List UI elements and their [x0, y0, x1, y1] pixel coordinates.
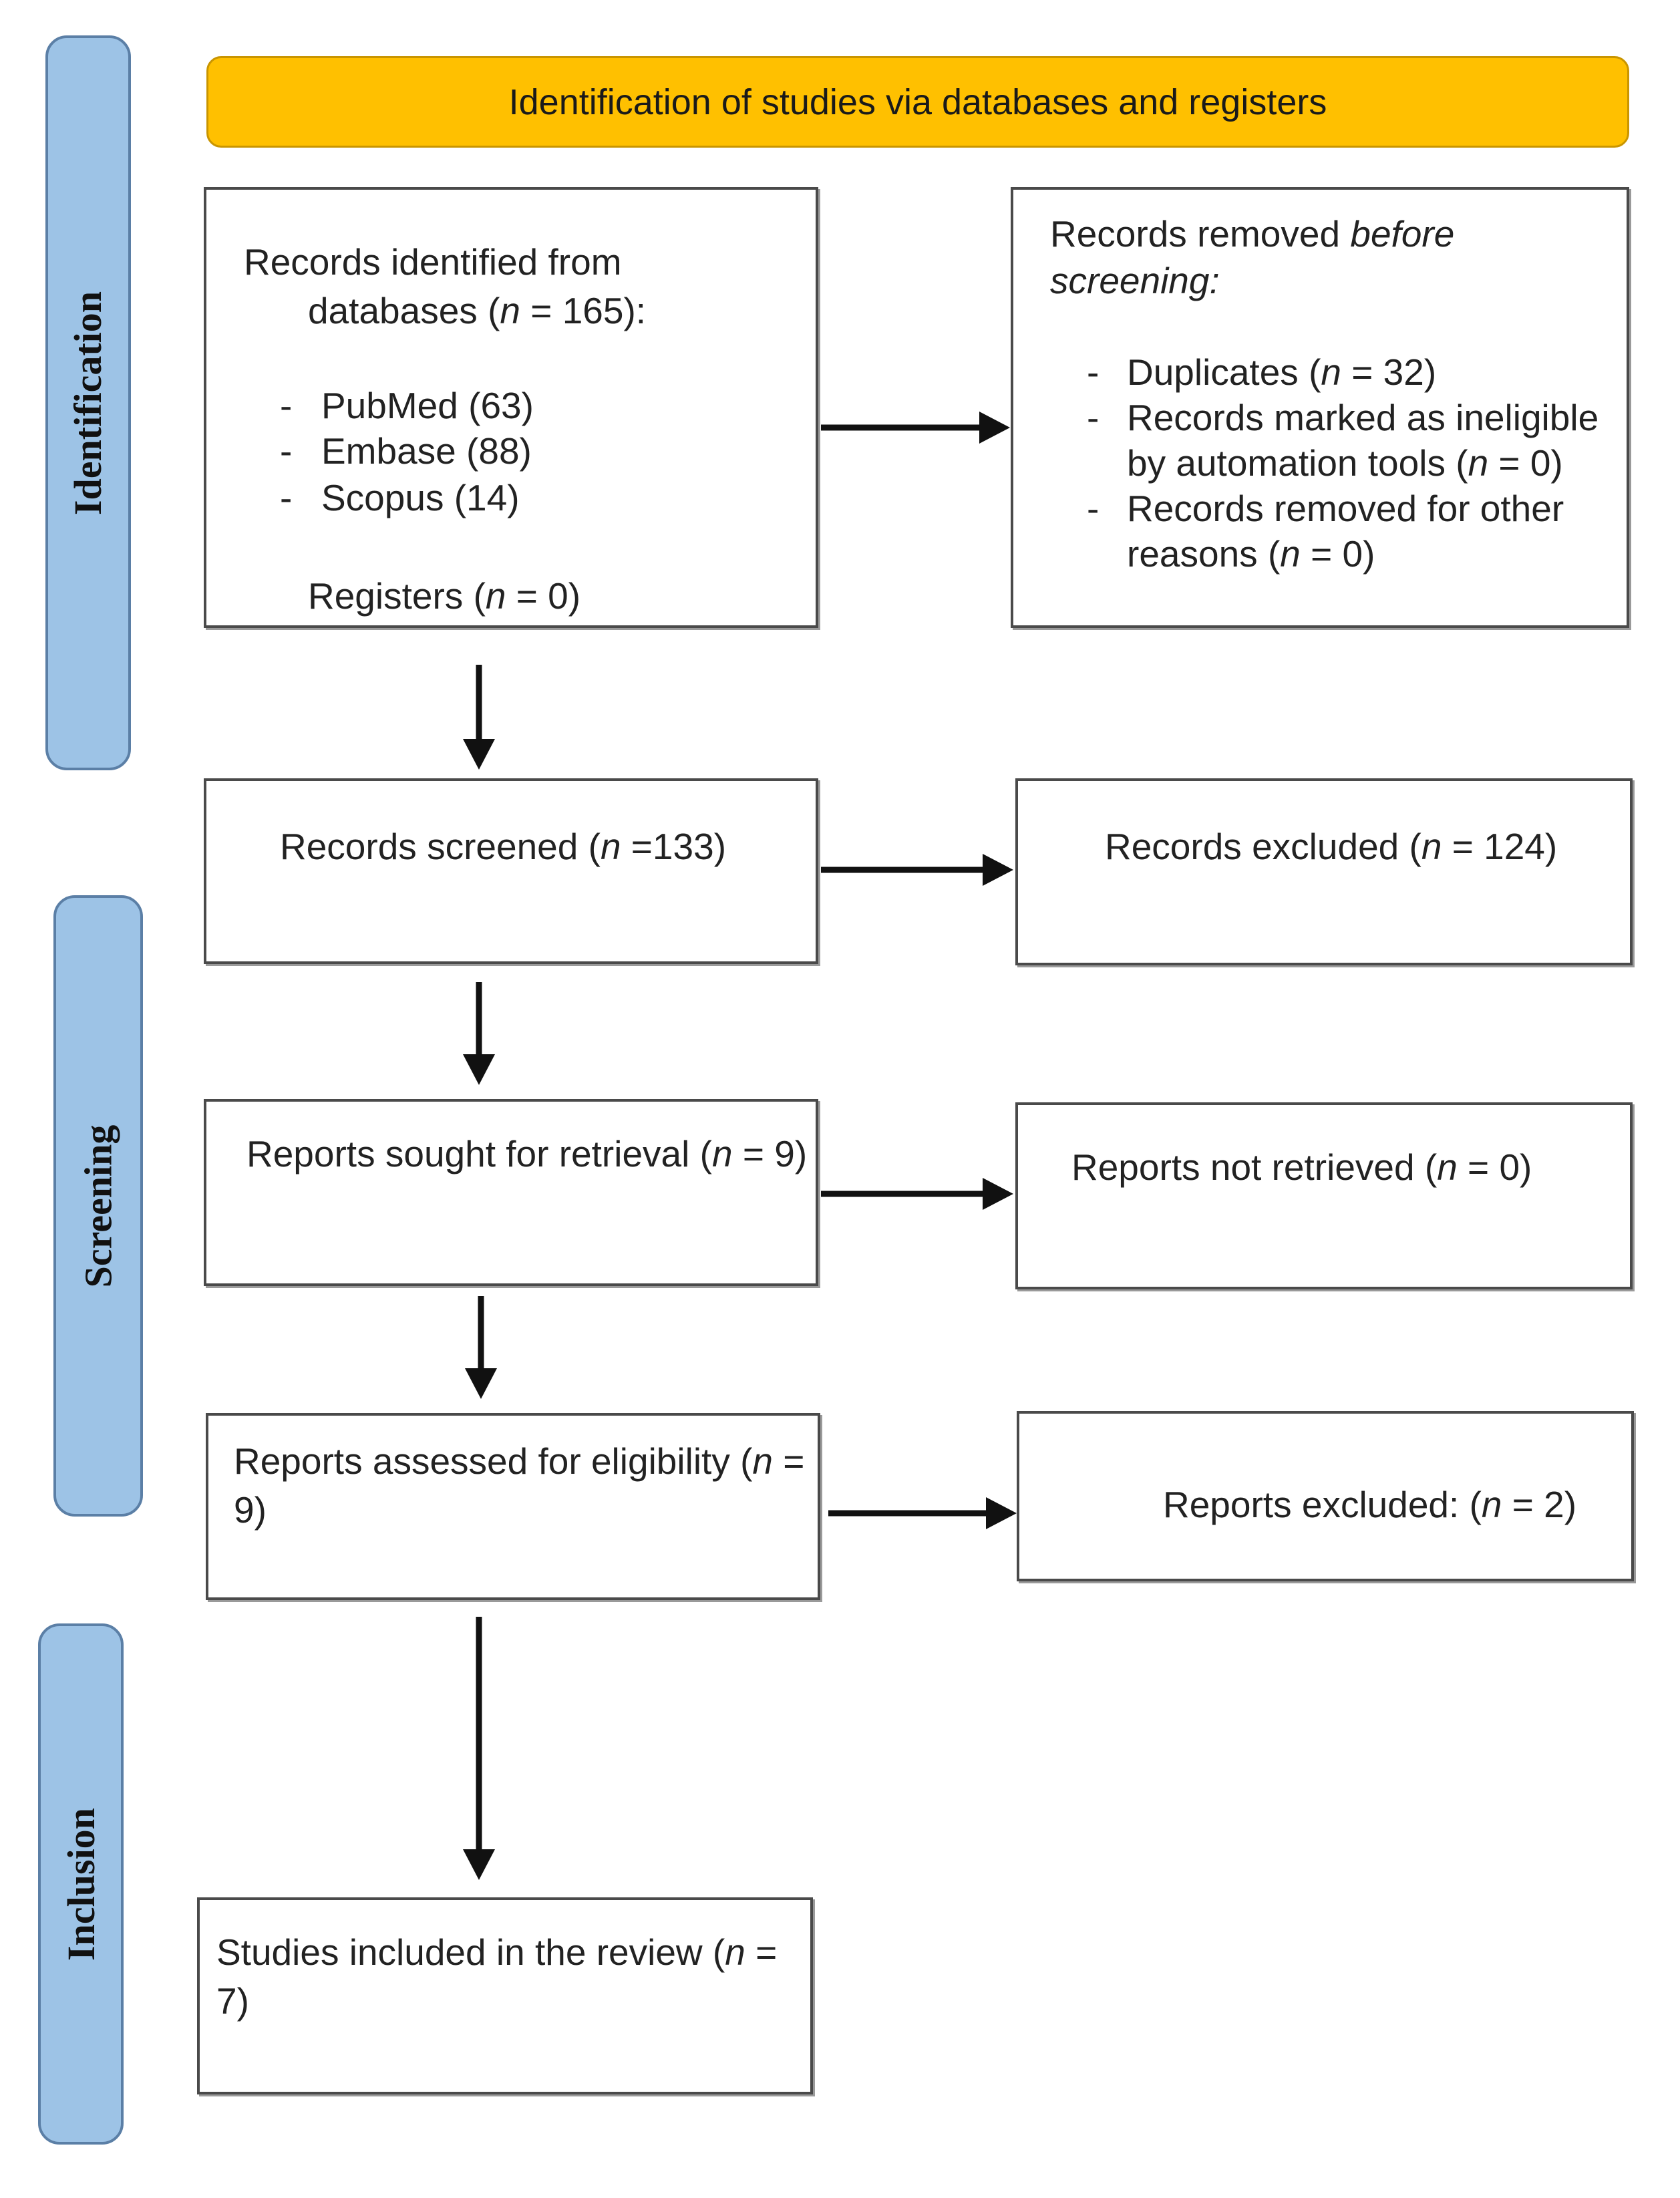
phase-label-screening: Screening	[53, 895, 143, 1517]
reports-sought-box: Reports sought for retrieval (n = 9)	[204, 1099, 818, 1286]
reports-sought-text: Reports sought for retrieval (n = 9)	[246, 1133, 808, 1174]
removed-item-duplicates: Duplicates (n = 32)	[1127, 351, 1437, 393]
removed-item-bullet: -	[1087, 488, 1100, 529]
records-removed-title: Records removed before	[1050, 213, 1455, 255]
removed-item-other-line1: Records removed for other	[1127, 488, 1564, 529]
reports-not-retrieved-box: Reports not retrieved (n = 0)	[1015, 1102, 1633, 1289]
arrow-head	[465, 1368, 497, 1399]
studies-included-box: Studies included in the review (n = 7)	[197, 1897, 813, 2094]
source-item: -	[280, 385, 293, 426]
arrow-head	[463, 1849, 495, 1880]
records-excluded-box: Records excluded (n = 124)	[1015, 778, 1633, 965]
reports-assessed-text: Reports assessed for eligibility (n =	[234, 1440, 805, 1482]
records-removed-box: Records removed before screening: - Dupl…	[1011, 187, 1629, 628]
removed-item-other-line2: reasons (n = 0)	[1127, 533, 1375, 575]
phase-label-identification: Identification	[45, 35, 131, 770]
source-item: -	[280, 477, 293, 518]
reports-excluded-text: Reports excluded: (n = 2)	[1163, 1484, 1577, 1525]
source-item-pubmed: PubMed (63)	[321, 385, 534, 426]
source-item-scopus: Scopus (14)	[321, 477, 520, 518]
phase-banner: Identification of studies via databases …	[206, 56, 1629, 148]
registers-count: Registers (n = 0)	[308, 575, 581, 617]
records-identified-line1: Records identified from	[244, 241, 622, 283]
records-screened-box: Records screened (n =133)	[204, 778, 818, 964]
studies-included-text: Studies included in the review (n =	[216, 1931, 778, 1973]
arrow-head	[983, 854, 1013, 886]
phase-label-inclusion: Inclusion	[38, 1623, 124, 2145]
removed-item-bullet: -	[1087, 397, 1100, 438]
reports-excluded-box: Reports excluded: (n = 2)	[1017, 1411, 1634, 1581]
reports-assessed-text-line2: 9)	[234, 1489, 267, 1531]
records-identified-box: Records identified from databases (n = 1…	[204, 187, 818, 628]
records-identified-line2: databases (n = 165):	[308, 290, 647, 331]
records-excluded-text: Records excluded (n = 124)	[1105, 826, 1558, 867]
studies-included-text-line2: 7)	[216, 1980, 249, 2022]
arrow-head	[983, 1178, 1013, 1210]
reports-not-retrieved-text: Reports not retrieved (n = 0)	[1071, 1146, 1532, 1188]
removed-item-bullet: -	[1087, 351, 1100, 393]
records-removed-title-line2: screening:	[1050, 260, 1220, 301]
removed-item-automation-line2: by automation tools (n = 0)	[1127, 442, 1563, 484]
records-screened-text: Records screened (n =133)	[280, 826, 727, 867]
arrow-head	[463, 1054, 495, 1085]
arrow-head	[979, 412, 1010, 444]
arrow-head	[986, 1497, 1017, 1529]
source-item-embase: Embase (88)	[321, 430, 532, 472]
banner-title: Identification of studies via databases …	[508, 82, 1327, 122]
arrow-head	[463, 739, 495, 770]
reports-assessed-box: Reports assessed for eligibility (n = 9)	[206, 1413, 820, 1600]
source-item: -	[280, 430, 293, 472]
removed-item-automation-line1: Records marked as ineligible	[1127, 397, 1599, 438]
